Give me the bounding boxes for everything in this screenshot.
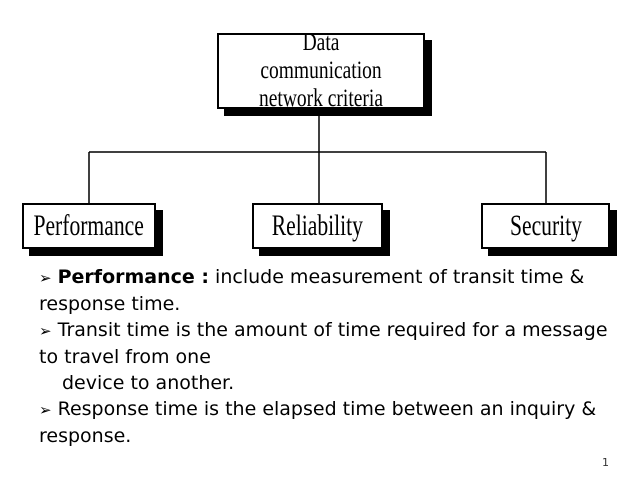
bullet-item-transit-text: Transit time is the amount of time requi… (39, 319, 608, 368)
root-node-line1: Data communication (260, 29, 382, 84)
bullet-item-transit-continuation: device to another. (62, 372, 235, 394)
bullet-list: ➢ Performance : include measurement of t… (39, 264, 619, 449)
node-security-label: Security (509, 209, 582, 242)
bullet-item-performance: ➢ Performance : include measurement of t… (39, 264, 619, 317)
bullet-item-response: ➢ Response time is the elapsed time betw… (39, 396, 619, 449)
node-reliability: Reliability (252, 203, 383, 249)
bullet-item-performance-text: include measurement of transit time & re… (39, 266, 585, 315)
node-performance: Performance (22, 203, 156, 249)
bullet-arrow-icon: ➢ (39, 322, 52, 340)
bullet-item-response-text: Response time is the elapsed time betwee… (39, 398, 597, 447)
bullet-item-transit: ➢ Transit time is the amount of time req… (39, 317, 619, 370)
node-reliability-label: Reliability (271, 209, 364, 242)
root-node-line2: network criteria (259, 85, 383, 112)
bullet-arrow-icon: ➢ (39, 401, 52, 419)
node-security: Security (481, 203, 610, 249)
page-number: 1 (602, 456, 609, 469)
bullet-bold-term: Performance : (57, 266, 210, 288)
node-performance-label: Performance (33, 209, 145, 242)
root-node: Data communication network criteria (217, 29, 425, 112)
bullet-arrow-icon: ➢ (39, 269, 52, 287)
